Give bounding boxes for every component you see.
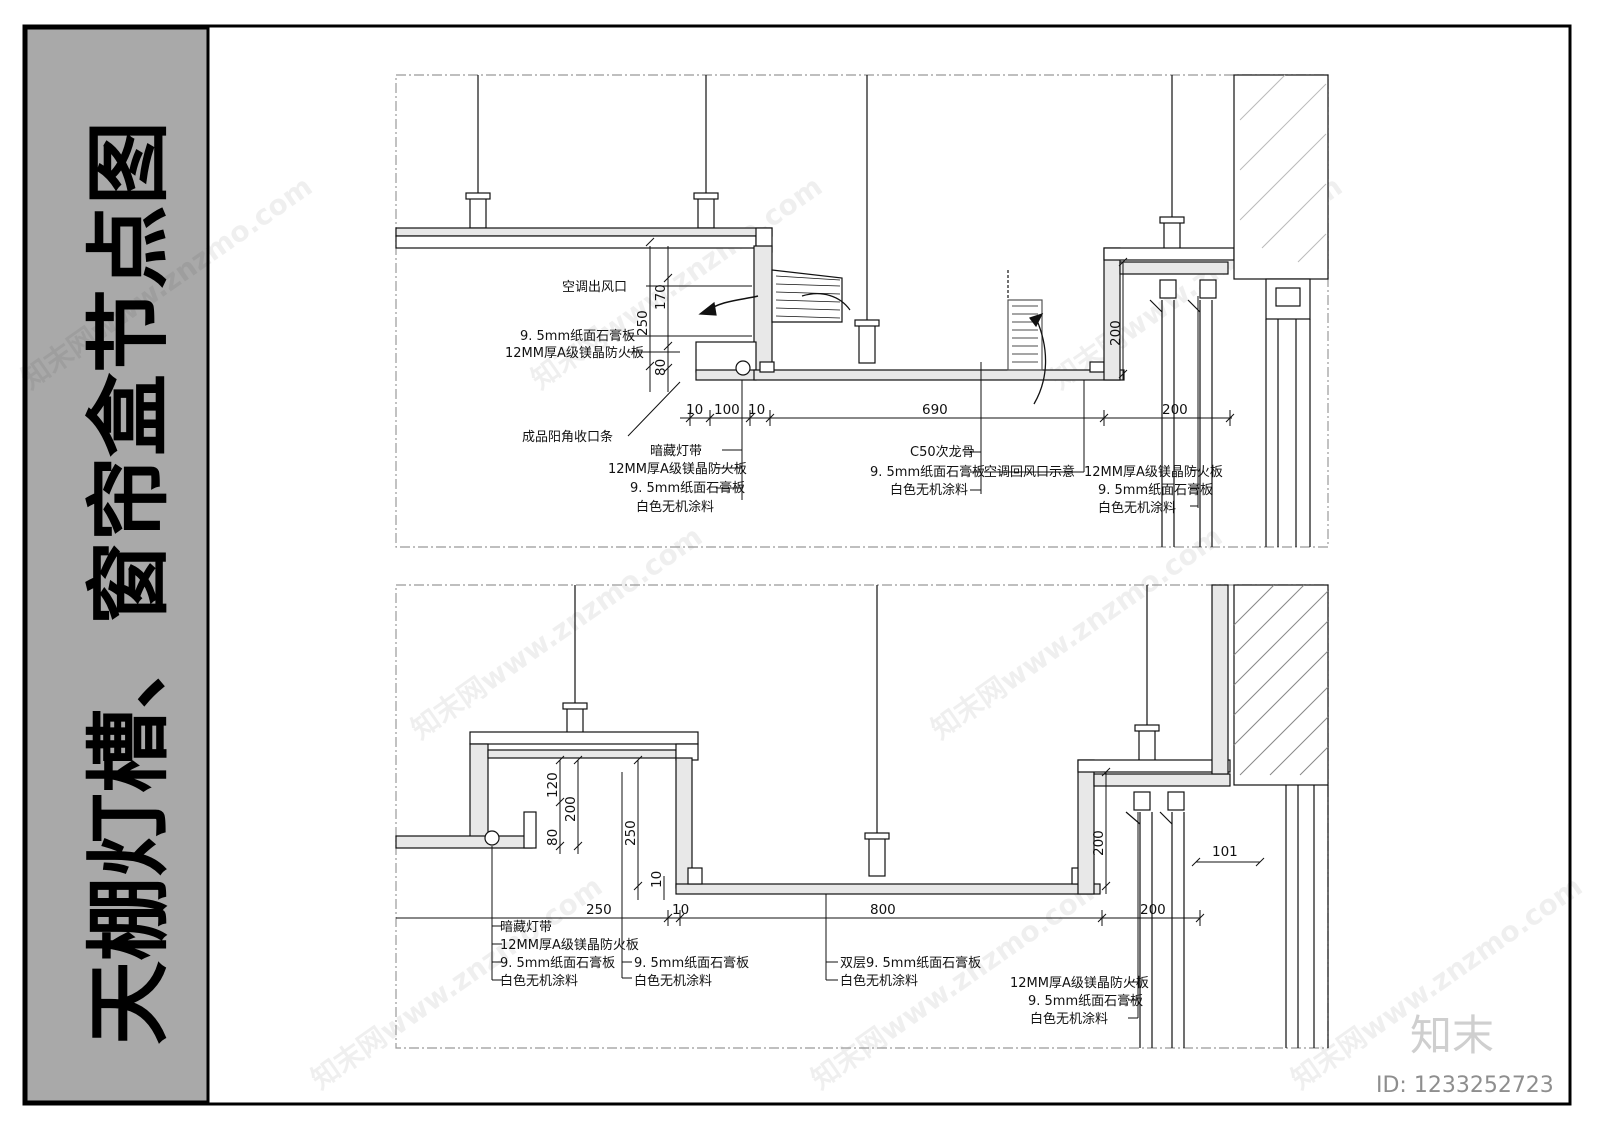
curtain-box-2 — [1077, 759, 1095, 895]
curtain-box-1 — [1103, 247, 1121, 381]
svg-text:250: 250 — [623, 820, 639, 846]
svg-text:C50次龙骨: C50次龙骨 — [910, 444, 975, 460]
svg-text:9. 5mm纸面石膏板: 9. 5mm纸面石膏板 — [1028, 993, 1143, 1009]
svg-text:10: 10 — [649, 871, 665, 888]
svg-text:暗藏灯带: 暗藏灯带 — [500, 920, 552, 935]
light-strip-2 — [484, 830, 500, 846]
svg-text:200: 200 — [1091, 830, 1107, 856]
title-band — [24, 26, 210, 1104]
svg-text:200: 200 — [1140, 902, 1166, 918]
svg-text:100: 100 — [714, 402, 740, 418]
svg-text:暗藏灯带: 暗藏灯带 — [650, 444, 702, 459]
svg-text:白色无机涂料: 白色无机涂料 — [500, 973, 578, 989]
svg-text:250: 250 — [635, 310, 651, 336]
svg-text:120: 120 — [545, 772, 561, 798]
return-air-vent-1 — [1007, 270, 1047, 405]
svg-text:200: 200 — [1162, 402, 1188, 418]
detail-1 — [395, 74, 1329, 548]
svg-text:80: 80 — [653, 359, 669, 376]
detail-1-text: 空调出风口 9. 5mm纸面石膏板 12MM厚A级镁晶防火板 成品阳角收口条 暗… — [505, 280, 1223, 516]
svg-text:12MM厚A级镁晶防火板: 12MM厚A级镁晶防火板 — [505, 345, 644, 361]
svg-text:空调出风口: 空调出风口 — [562, 280, 627, 295]
air-outlet-grille-1 — [698, 269, 851, 323]
svg-text:9. 5mm纸面石膏板: 9. 5mm纸面石膏板 — [630, 480, 745, 496]
light-trough-1 — [753, 245, 773, 373]
svg-text:双层9. 5mm纸面石膏板: 双层9. 5mm纸面石膏板 — [840, 955, 981, 971]
svg-text:空调回风口示意: 空调回风口示意 — [984, 464, 1075, 480]
brand-logo: 知末 — [1410, 1011, 1494, 1060]
svg-text:170: 170 — [653, 284, 669, 310]
curtain-tracks-1 — [1149, 279, 1217, 547]
svg-text:白色无机涂料: 白色无机涂料 — [1098, 500, 1176, 516]
dimensions-1 — [645, 237, 1235, 426]
hanger-rods-2 — [562, 585, 1160, 877]
svg-text:10: 10 — [686, 402, 703, 418]
svg-text:250: 250 — [586, 902, 612, 918]
light-strip-1 — [735, 360, 751, 376]
svg-text:9. 5mm纸面石膏板: 9. 5mm纸面石膏板 — [634, 955, 749, 971]
wall-2 — [1233, 584, 1329, 786]
svg-text:12MM厚A级镁晶防火板: 12MM厚A级镁晶防火板 — [500, 937, 639, 953]
leaders-2 — [491, 772, 1139, 1019]
svg-text:12MM厚A级镁晶防火板: 12MM厚A级镁晶防火板 — [1084, 464, 1223, 480]
curtain-tracks-2 — [1125, 791, 1185, 1048]
svg-text:800: 800 — [870, 902, 896, 918]
light-trough-2 — [469, 731, 699, 745]
svg-text:200: 200 — [1108, 320, 1124, 346]
svg-text:10: 10 — [672, 902, 689, 918]
svg-text:80: 80 — [545, 829, 561, 846]
dimensions-2 — [396, 755, 1265, 926]
svg-text:白色无机涂料: 白色无机涂料 — [890, 482, 968, 498]
svg-text:10: 10 — [748, 402, 765, 418]
svg-text:白色无机涂料: 白色无机涂料 — [634, 973, 712, 989]
svg-text:12MM厚A级镁晶防火板: 12MM厚A级镁晶防火板 — [608, 461, 747, 477]
svg-text:9. 5mm纸面石膏板: 9. 5mm纸面石膏板 — [500, 955, 615, 971]
ceiling-board-1 — [395, 227, 773, 237]
svg-text:200: 200 — [563, 796, 579, 822]
svg-text:9. 5mm纸面石膏板: 9. 5mm纸面石膏板 — [870, 464, 985, 480]
svg-text:成品阳角收口条: 成品阳角收口条 — [522, 429, 613, 445]
image-id: ID: 1233252723 — [1376, 1073, 1554, 1098]
leaders-1 — [627, 285, 1199, 508]
sheet-title: 天棚灯槽、窗帘盒节点图 — [80, 121, 178, 1045]
detail-2-boundary — [395, 584, 1329, 1049]
ceiling-soffit-2 — [675, 883, 1101, 895]
detail-2 — [395, 584, 1329, 1049]
svg-text:12MM厚A级镁晶防火板: 12MM厚A级镁晶防火板 — [1010, 975, 1149, 991]
svg-text:9. 5mm纸面石膏板: 9. 5mm纸面石膏板 — [520, 328, 635, 344]
hanger-rods-1 — [465, 75, 1185, 364]
svg-text:101: 101 — [1212, 844, 1238, 860]
ceiling-soffit-1 — [753, 369, 1125, 381]
svg-text:白色无机涂料: 白色无机涂料 — [1030, 1011, 1108, 1027]
window-mullion-2 — [1285, 785, 1329, 1048]
svg-text:690: 690 — [922, 402, 948, 418]
svg-text:9. 5mm纸面石膏板: 9. 5mm纸面石膏板 — [1098, 482, 1213, 498]
window-mullion-1 — [1265, 319, 1311, 547]
svg-text:白色无机涂料: 白色无机涂料 — [636, 499, 714, 515]
wall-1 — [1233, 74, 1329, 280]
svg-text:白色无机涂料: 白色无机涂料 — [840, 973, 918, 989]
detail-2-text: 暗藏灯带 12MM厚A级镁晶防火板 9. 5mm纸面石膏板 白色无机涂料 9. … — [500, 772, 1238, 1027]
